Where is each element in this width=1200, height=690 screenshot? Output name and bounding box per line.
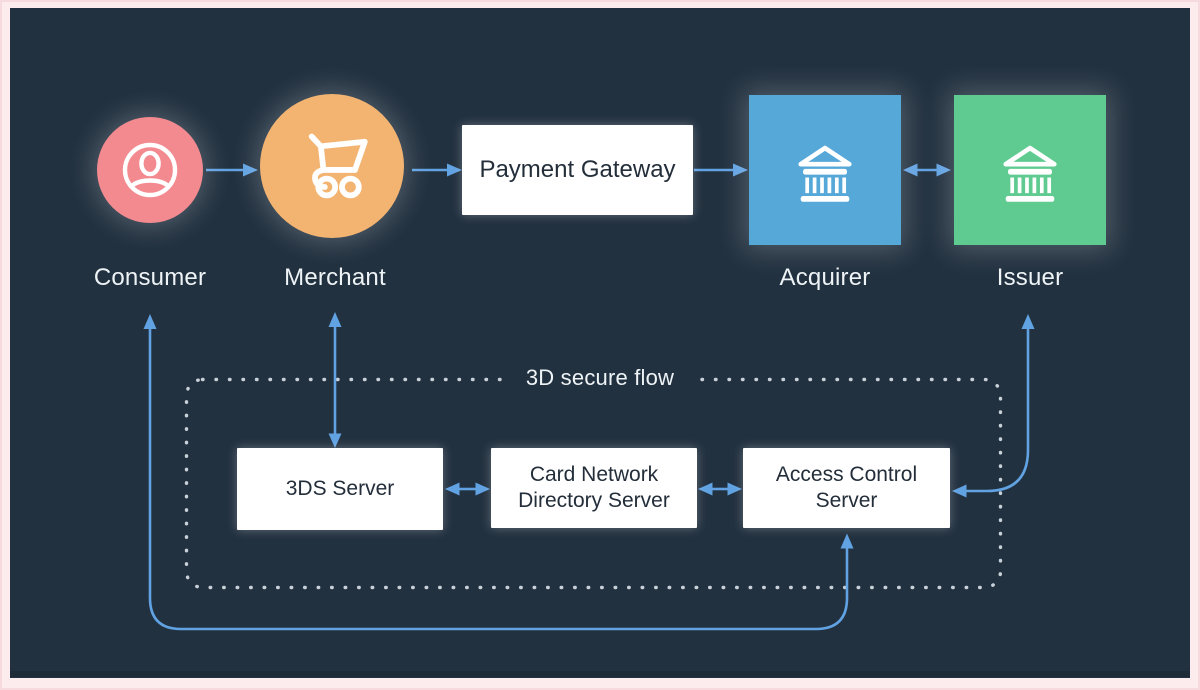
person-icon bbox=[118, 138, 182, 202]
merchant-label: Merchant bbox=[284, 264, 386, 291]
payment-gateway-label: Payment Gateway bbox=[479, 156, 676, 183]
node-payment-gateway[interactable]: Payment Gateway bbox=[462, 125, 693, 215]
cnds-label-line2: Directory Server bbox=[518, 489, 670, 512]
node-acquirer[interactable] bbox=[749, 95, 901, 245]
arrowheads bbox=[143, 163, 1035, 549]
cnds-label-line1: Card Network bbox=[529, 463, 659, 486]
bank-icon bbox=[993, 133, 1067, 207]
node-consumer[interactable] bbox=[97, 117, 203, 223]
shopping-cart-icon bbox=[290, 124, 374, 208]
node-access-control-server[interactable]: Access Control Server bbox=[743, 448, 950, 528]
node-merchant[interactable] bbox=[260, 94, 404, 238]
issuer-label: Issuer bbox=[996, 264, 1064, 291]
canvas-bottom-edge bbox=[10, 671, 1190, 677]
node-3ds-server[interactable]: 3DS Server bbox=[237, 448, 443, 530]
acs-label-line2: Server bbox=[815, 489, 878, 512]
secure-flow-group-label: 3D secure flow bbox=[502, 364, 698, 392]
node-issuer[interactable] bbox=[954, 95, 1106, 245]
bank-icon bbox=[788, 133, 862, 207]
connector-consumer-acs bbox=[148, 329, 849, 631]
node-card-network-directory-server[interactable]: Card Network Directory Server bbox=[491, 448, 697, 528]
connector-issuer-acs bbox=[966, 329, 1030, 493]
consumer-label: Consumer bbox=[93, 264, 207, 291]
acquirer-label: Acquirer bbox=[779, 264, 871, 291]
acs-label-line1: Access Control bbox=[775, 463, 918, 486]
3ds-server-label: 3DS Server bbox=[285, 477, 395, 500]
